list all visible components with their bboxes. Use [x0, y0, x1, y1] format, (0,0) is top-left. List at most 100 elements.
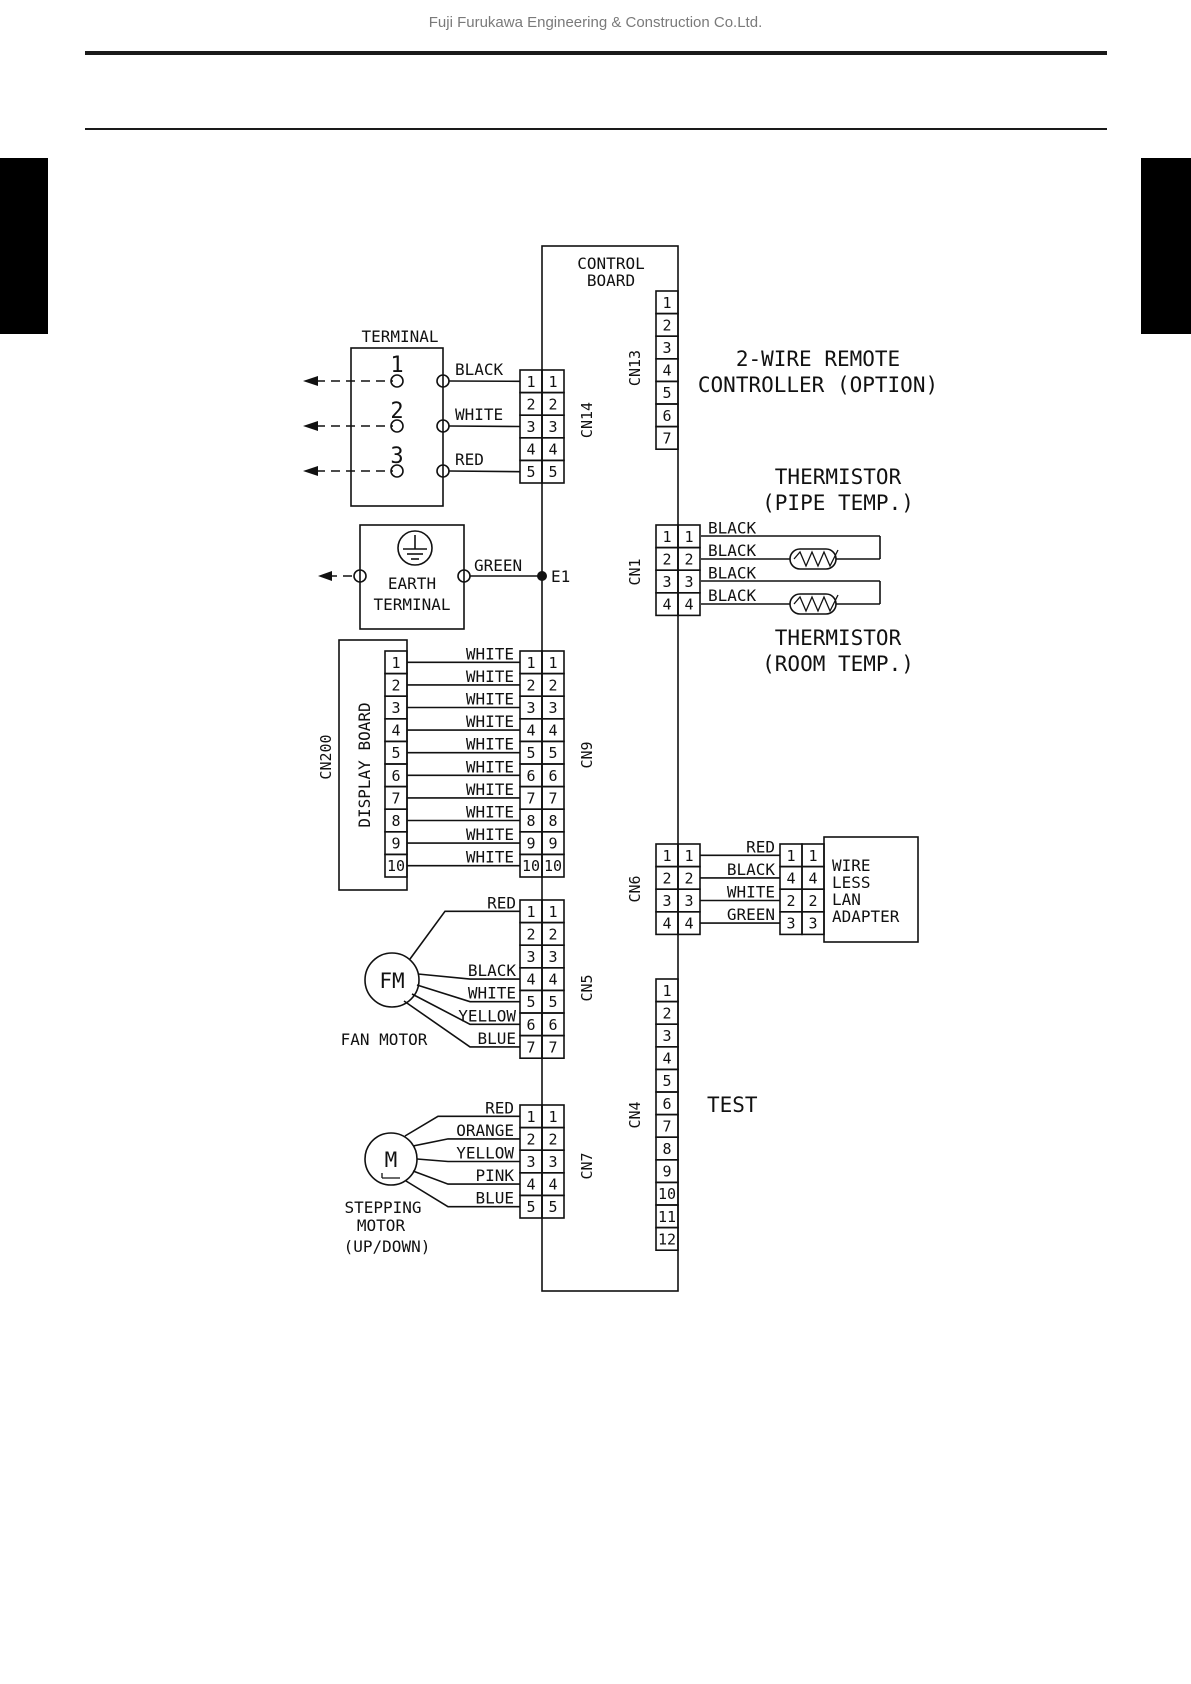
cn14-left-pin-number: 2 — [526, 395, 535, 413]
remote-controller-label-2: CONTROLLER (OPTION) — [698, 373, 938, 397]
cn1-right-pin-number: 1 — [684, 528, 693, 546]
thermistor-room-label-1: THERMISTOR — [775, 626, 902, 650]
cn5-left-pin-number: 3 — [526, 948, 535, 966]
cn7-right-pin-number: 1 — [548, 1108, 557, 1126]
cn7-label: CN7 — [578, 1152, 596, 1179]
terminal-number-3: 3 — [390, 444, 403, 469]
cn9-right-pin-number: 8 — [548, 812, 557, 830]
cn5-left-pin-number: 7 — [526, 1038, 535, 1056]
cn1-label: CN1 — [626, 558, 644, 585]
left-section-tab — [0, 158, 48, 334]
remote-controller-label-1: 2-WIRE REMOTE — [736, 347, 900, 371]
cn13-left-pin-number: 2 — [662, 316, 671, 334]
arrow-left-icon — [303, 466, 318, 476]
cn13-left-pin-number: 5 — [662, 384, 671, 402]
cn6-label: CN6 — [626, 875, 644, 902]
control-board-label-1: CONTROL — [577, 254, 644, 273]
cn9-right-pin-number: 1 — [548, 654, 557, 672]
cn1-left-pin-number: 3 — [662, 573, 671, 591]
wireless-lan-label-2: LESS — [832, 873, 871, 892]
cn9-left-pin-number: 5 — [526, 744, 535, 762]
cn7-left-pin-number: 3 — [526, 1153, 535, 1171]
cn7-right-pin-number: 2 — [548, 1130, 557, 1148]
cn13-left-pin-number: 6 — [662, 407, 671, 425]
cn200-pin-number: 10 — [387, 857, 405, 875]
cn200-pin-number: 4 — [391, 722, 400, 740]
stepping-motor-label-2: MOTOR — [357, 1216, 406, 1235]
cn4-left-pin-number: 8 — [662, 1140, 671, 1158]
cn6-right-pin-number: 3 — [684, 892, 693, 910]
cn5-left-pin-number: 2 — [526, 925, 535, 943]
cn14-wire-label: BLACK — [455, 360, 504, 379]
cn5-wire-label: BLUE — [477, 1029, 516, 1048]
display-board-label: DISPLAY BOARD — [355, 702, 374, 827]
earth-symbol-icon — [397, 530, 433, 566]
earth-terminal-label-2: TERMINAL — [373, 595, 450, 614]
cn200-pin-number: 6 — [391, 767, 400, 785]
cn4-left-pin-number: 9 — [662, 1163, 671, 1181]
cn5-wire-label: YELLOW — [458, 1006, 516, 1025]
cn1-right-pin-number: 4 — [684, 596, 693, 614]
cn14-right-pin-number: 3 — [548, 418, 557, 436]
cn1-right-pin-number: 3 — [684, 573, 693, 591]
wireless-lan-right-pin-number: 4 — [808, 869, 817, 887]
cn5-right-pin-number: 6 — [548, 1016, 557, 1034]
thermistor-room — [701, 580, 881, 615]
cn6-left-pin-number: 4 — [662, 915, 671, 933]
cn7-wire-label: ORANGE — [456, 1121, 514, 1140]
cn9-right-pin-number: 7 — [548, 789, 557, 807]
cn9-wire-label: WHITE — [466, 735, 514, 754]
cn9-left-pin-number: 10 — [522, 857, 540, 875]
cn9-wire-label: WHITE — [466, 712, 514, 731]
e1-label: E1 — [551, 567, 570, 586]
cn9-left-pin-number: 2 — [526, 676, 535, 694]
cn9-left-pin-number: 9 — [526, 835, 535, 853]
page-header-company: Fuji Furukawa Engineering & Construction… — [428, 14, 763, 31]
right-section-tab — [1141, 158, 1191, 334]
cn1-wire-label: BLACK — [708, 586, 757, 605]
arrow-left-icon — [303, 376, 318, 386]
cn4-left-pin-box — [655, 1226, 679, 1251]
cn4-left-pin-number: 7 — [662, 1117, 671, 1135]
cn7-right-pin-number: 4 — [548, 1176, 557, 1194]
cn5-right-pin-number: 7 — [548, 1038, 557, 1056]
cn7-right-pin-number: 3 — [548, 1153, 557, 1171]
cn1-left-pin-number: 1 — [662, 528, 671, 546]
display-board: DISPLAY BOARD CN200 12345678910WHITEWHIT… — [317, 639, 520, 891]
header-rule-second — [85, 128, 1107, 130]
cn5-right-pin-number: 4 — [548, 971, 557, 989]
cn7-right-pin-number: 5 — [548, 1198, 557, 1216]
cn200-pin-number: 8 — [391, 812, 400, 830]
cn9-wire-label: WHITE — [466, 803, 514, 822]
thermistor-pipe-label-1: THERMISTOR — [775, 465, 902, 489]
cn13-left-pin-number: 7 — [662, 429, 671, 447]
cn1-wire-label: BLACK — [708, 564, 757, 583]
cn5-right-pin-number: 3 — [548, 948, 557, 966]
thermistor-room-label-2: (ROOM TEMP.) — [762, 652, 914, 676]
cn5-left-pin-number: 5 — [526, 993, 535, 1011]
cn200-pin-number: 1 — [391, 654, 400, 672]
cn9-wire-label: WHITE — [466, 690, 514, 709]
cn9-right-pin-number: 5 — [548, 744, 557, 762]
wireless-lan-label-4: ADAPTER — [832, 907, 900, 926]
thermistor-room-icon — [789, 593, 837, 615]
cn5-wire-label: WHITE — [468, 984, 516, 1003]
cn6-right-pin-number: 2 — [684, 869, 693, 887]
control-board: CONTROL BOARD — [541, 245, 679, 1292]
stepping-motor: M STEPPING MOTOR (UP/DOWN) REDORANGEYELL… — [344, 1098, 520, 1256]
cn4-left-pin-number: 1 — [662, 982, 671, 1000]
cn6-wire-label: RED — [746, 837, 775, 856]
cn5-left-pin-number: 1 — [526, 903, 535, 921]
cn14-label: CN14 — [578, 402, 596, 438]
e1-wire-label: GREEN — [474, 556, 522, 575]
cn14-right-pin-number: 1 — [548, 373, 557, 391]
cn14-wire-label: RED — [455, 450, 484, 469]
fan-motor-symbol: FM — [379, 969, 404, 993]
cn1-left-pin-number: 2 — [662, 550, 671, 568]
wireless-lan-left-pin-number: 4 — [786, 869, 795, 887]
